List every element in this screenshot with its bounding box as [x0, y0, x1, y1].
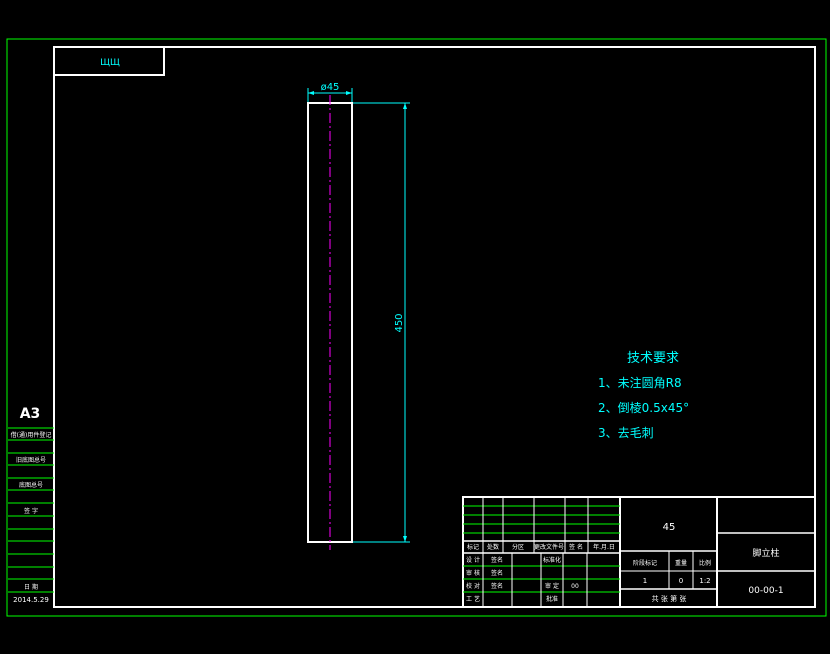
sign-r4-c1: 工 艺	[466, 595, 480, 603]
outer-frame	[6, 38, 827, 617]
sign-r3-c1: 校 对	[466, 582, 480, 590]
tech-req-title: 技术要求	[627, 351, 679, 366]
length-label: 450	[394, 313, 405, 332]
stage-value-2: 0	[679, 577, 683, 585]
technical-requirements: 技术要求 1、未注圆角R8 2、倒棱0.5x45° 3、去毛刺	[598, 351, 689, 440]
side-label-3: 底图总号	[19, 481, 43, 489]
tech-req-item-1: 1、未注圆角R8	[598, 375, 682, 390]
drawing-number: 00-00-1	[748, 586, 783, 596]
sign-r2-c1: 审 核	[466, 569, 480, 577]
tech-req-item-3: 3、去毛刺	[598, 426, 654, 440]
stage-header-3: 比例	[699, 559, 711, 567]
stage-value-3: 1:2	[699, 577, 710, 585]
sign-r3-c5: 00	[571, 583, 579, 590]
rev-header-5: 签 名	[569, 543, 583, 551]
stage-header-1: 阶段标记	[633, 559, 657, 567]
part-view	[307, 95, 353, 550]
sign-r3-c2: 签名	[491, 582, 503, 590]
side-strip: A3 借(通)用件登记 旧底图总号 底图总号 签 字 日 期 2014.5.29	[8, 406, 54, 604]
side-date: 2014.5.29	[13, 596, 49, 604]
sheet-size: A3	[20, 406, 41, 422]
part-name: 脚立柱	[752, 547, 779, 559]
stage-header-2: 重量	[675, 559, 687, 567]
sign-r1-c1: 设 计	[466, 556, 480, 564]
tech-req-item-2: 2、倒棱0.5x45°	[598, 400, 689, 415]
side-label-1: 借(通)用件登记	[11, 431, 52, 439]
material-label: 45	[663, 522, 676, 533]
sign-r3-c4: 审 定	[545, 582, 559, 590]
sign-r1-c2: 签名	[491, 556, 503, 564]
sign-r4-c4: 批准	[546, 595, 558, 603]
diameter-label: ø45	[321, 82, 340, 93]
corner-mark-text: ЩЩ	[100, 58, 120, 68]
drawing-border	[53, 46, 816, 608]
rev-header-4: 更改文件号	[534, 543, 564, 551]
side-label-4: 签 字	[24, 507, 38, 515]
side-label-5: 日 期	[24, 583, 38, 591]
title-block: 标记 处数 分区 更改文件号 签 名 年.月.日 设 计 签名 标准化 审 核 …	[462, 496, 816, 608]
rev-header-2: 处数	[487, 543, 499, 551]
stage-value-1: 1	[643, 577, 647, 585]
rev-header-3: 分区	[512, 543, 524, 551]
rev-header-6: 年.月.日	[593, 543, 615, 551]
sign-r2-c2: 签名	[491, 569, 503, 577]
sign-r1-c3: 标准化	[543, 556, 561, 564]
rev-header-1: 标记	[467, 543, 479, 551]
length-dimension: 450	[353, 102, 410, 543]
side-label-2: 旧底图总号	[16, 456, 46, 464]
corner-mark-box	[53, 46, 165, 76]
sheet-info: 共 张 第 张	[652, 594, 687, 603]
diameter-dimension: ø45	[307, 82, 353, 102]
